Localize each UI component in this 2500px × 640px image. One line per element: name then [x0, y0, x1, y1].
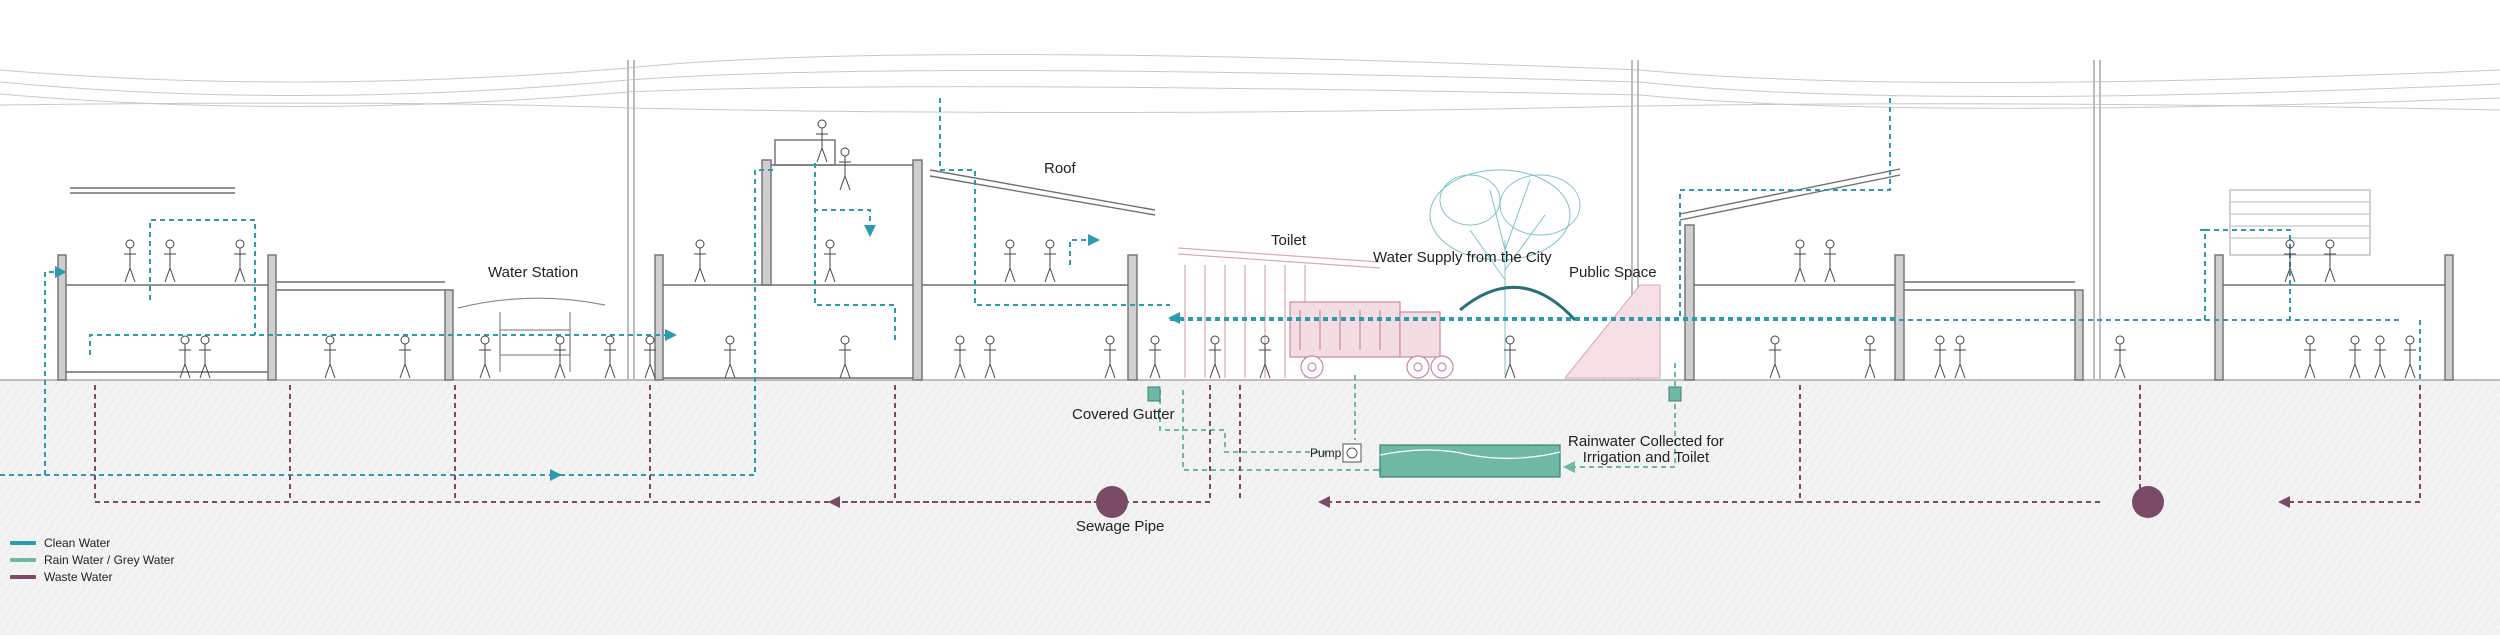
- person-figure: [839, 147, 851, 191]
- water-station-structure: [457, 297, 606, 372]
- person-figure: [1824, 239, 1836, 283]
- person-figure: [479, 335, 491, 379]
- person-figure: [1259, 335, 1271, 379]
- person-figure: [2404, 335, 2416, 379]
- clean-water-network: [0, 98, 2421, 481]
- waste-water-network: [94, 385, 2421, 508]
- person-figure: [399, 335, 411, 379]
- person-figure: [694, 239, 706, 283]
- person-figure: [1954, 335, 1966, 379]
- person-figure: [839, 335, 851, 379]
- person-figure: [824, 239, 836, 283]
- legend-item-waste-water: Waste Water: [10, 569, 174, 585]
- person-figure: [554, 335, 566, 379]
- label-toilet: Toilet: [1271, 232, 1307, 249]
- person-figure: [164, 239, 176, 283]
- person-figure: [1149, 335, 1161, 379]
- person-figure: [234, 239, 246, 283]
- person-figure: [2114, 335, 2126, 379]
- person-figure: [324, 335, 336, 379]
- label-rainwater-line2: Irrigation and Toilet: [1582, 449, 1710, 466]
- person-figure: [984, 335, 996, 379]
- tree: [1429, 169, 1581, 375]
- person-figure: [2304, 335, 2316, 379]
- people-figures: [124, 119, 2416, 379]
- person-figure: [124, 239, 136, 283]
- ground-hatch: [0, 380, 2500, 635]
- person-figure: [2374, 335, 2386, 379]
- person-figure: [1104, 335, 1116, 379]
- utility-poles: [627, 60, 2101, 380]
- building-right: [1679, 168, 2454, 381]
- person-figure: [1769, 335, 1781, 379]
- legend-swatch-waste-water: [10, 575, 36, 579]
- covered-gutter-right: [1668, 386, 1682, 402]
- pump-icon: [1346, 447, 1358, 459]
- person-figure: [1044, 239, 1056, 283]
- legend: Clean Water Rain Water / Grey Water Wast…: [10, 535, 174, 586]
- tank-water-surface: [1379, 449, 1561, 459]
- person-figure: [1504, 335, 1516, 379]
- person-figure: [1934, 335, 1946, 379]
- person-figure: [179, 335, 191, 379]
- legend-item-rain-grey-water: Rain Water / Grey Water: [10, 552, 174, 568]
- person-figure: [2284, 239, 2296, 283]
- legend-swatch-clean-water: [10, 541, 36, 545]
- label-rainwater-line1: Rainwater Collected for: [1568, 433, 1724, 450]
- legend-swatch-rain-grey-water: [10, 558, 36, 562]
- label-roof: Roof: [1044, 160, 1076, 177]
- sewage-pipe-right: [2132, 486, 2164, 518]
- label-public-space: Public Space: [1569, 264, 1657, 281]
- label-water-supply: Water Supply from the City: [1373, 249, 1552, 266]
- sewage-pipe-left: [1096, 486, 1128, 518]
- person-figure: [816, 119, 828, 163]
- person-figure: [954, 335, 966, 379]
- label-covered-gutter: Covered Gutter: [1072, 406, 1175, 423]
- water-truck: [1289, 301, 1454, 379]
- legend-label: Waste Water: [44, 570, 113, 584]
- person-figure: [604, 335, 616, 379]
- rainwater-tank: [1379, 444, 1561, 478]
- person-figure: [644, 335, 656, 379]
- label-water-station: Water Station: [488, 264, 579, 281]
- person-figure: [1864, 335, 1876, 379]
- person-figure: [199, 335, 211, 379]
- legend-label: Rain Water / Grey Water: [44, 553, 175, 567]
- label-sewage-pipe: Sewage Pipe: [1076, 518, 1165, 535]
- pump-box: [1342, 443, 1362, 463]
- building-center-left: [654, 139, 1156, 381]
- label-rainwater: Rainwater Collected for Irrigation and T…: [1568, 434, 1724, 466]
- label-pump: Pump: [1310, 446, 1342, 460]
- person-figure: [1004, 239, 1016, 283]
- covered-gutter-left: [1147, 386, 1161, 402]
- person-figure: [724, 335, 736, 379]
- person-figure: [1209, 335, 1221, 379]
- public-space-tent: [1459, 284, 1661, 379]
- legend-label: Clean Water: [44, 536, 111, 550]
- person-figure: [2349, 335, 2361, 379]
- power-wires: [0, 53, 2500, 114]
- person-figure: [2324, 239, 2336, 283]
- building-left: [57, 187, 454, 381]
- legend-item-clean-water: Clean Water: [10, 535, 174, 551]
- person-figure: [1794, 239, 1806, 283]
